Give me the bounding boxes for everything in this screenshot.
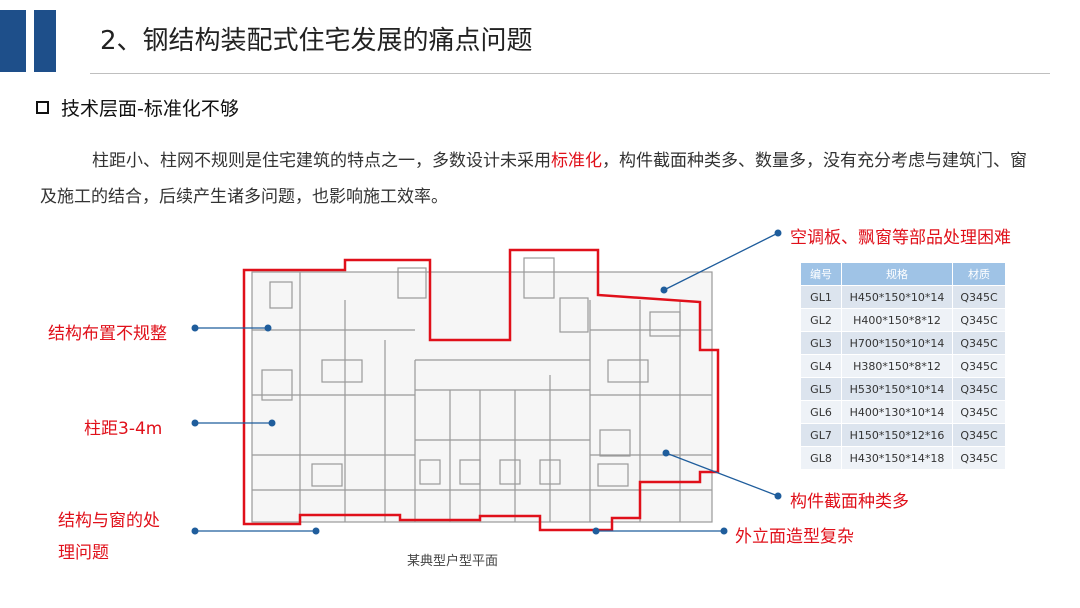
annotation-window-line1: 结构与窗的处: [58, 511, 160, 531]
annotation-section-types: 构件截面种类多: [790, 492, 909, 512]
header-accent-bar-left: [0, 10, 26, 72]
paragraph-text-2: ，构件截面种类多、数量多，没有充分考虑与建筑门、窗及施工的结合，后续产生诸多问题…: [40, 151, 1027, 207]
header-material: 材质: [952, 262, 1006, 286]
annotation-column-spacing: 柱距3-4m: [84, 419, 163, 439]
annotation-facade: 外立面造型复杂: [735, 527, 854, 547]
floor-plan-outline: [242, 248, 720, 532]
leader-dots: [191, 229, 782, 535]
annotation-structure-layout: 结构布置不规整: [48, 324, 167, 344]
table-header-row: 编号 规格 材质: [800, 262, 1006, 286]
body-paragraph: 柱距小、柱网不规则是住宅建筑的特点之一，多数设计未采用标准化，构件截面种类多、数…: [40, 143, 1040, 215]
annotation-ac-board: 空调板、飘窗等部品处理困难: [790, 228, 1011, 248]
header-accent-bar-right: [34, 10, 56, 72]
page-title: 2、钢结构装配式住宅发展的痛点问题: [100, 26, 533, 56]
header-id: 编号: [800, 262, 842, 286]
plan-caption: 某典型户型平面: [407, 554, 499, 569]
title-divider: [90, 73, 1050, 74]
leader-lines: [195, 232, 779, 532]
section-heading: 技术层面-标准化不够: [36, 94, 239, 121]
header-spec: 规格: [841, 262, 953, 286]
checkbox-square-icon: [36, 101, 49, 114]
floor-plan-walls: [251, 257, 713, 523]
paragraph-highlight: 标准化: [551, 151, 602, 171]
annotation-window-line2: 理问题: [58, 543, 109, 563]
paragraph-text-1: 柱距小、柱网不规则是住宅建筑的特点之一，多数设计未采用: [92, 151, 551, 171]
section-heading-text: 技术层面-标准化不够: [61, 98, 239, 120]
